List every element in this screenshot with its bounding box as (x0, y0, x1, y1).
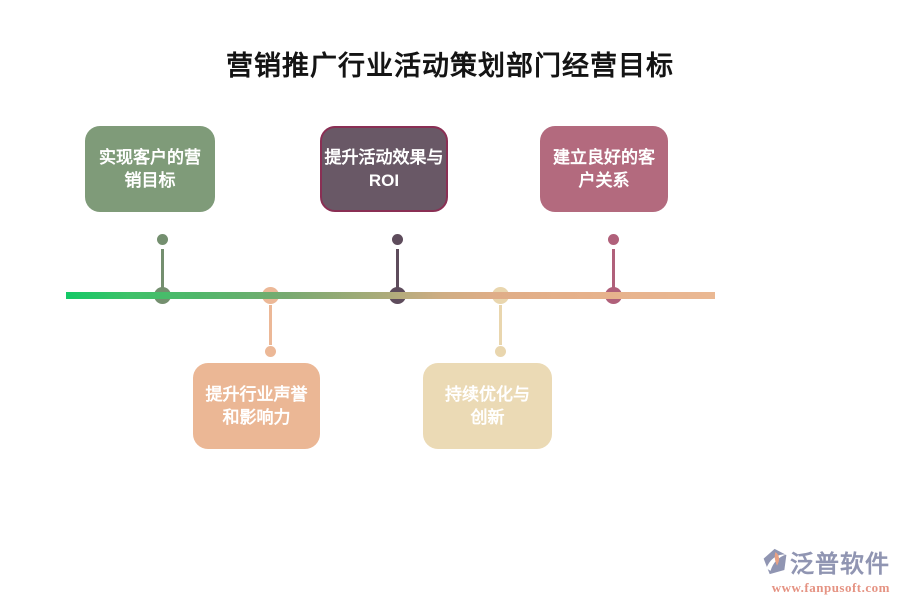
milestone-box-goal-5: 建立良好的客 户关系 (540, 126, 668, 212)
fanpu-logo-icon (763, 548, 787, 575)
milestone-connector-line (612, 249, 615, 289)
brand-website: www.fanpusoft.com (771, 580, 890, 595)
milestone-connector-line (269, 305, 272, 345)
milestone-label-line: 实现客户的营 (99, 148, 201, 167)
milestone-box-goal-3: 提升活动效果与 ROI (320, 126, 448, 212)
milestone-label-line: 建立良好的客 (553, 148, 655, 167)
milestone-small-dot (392, 234, 403, 245)
milestone-small-dot (608, 234, 619, 245)
milestone-box-goal-4: 持续优化与 创新 (423, 363, 552, 449)
milestone-label-line: 提升活动效果与 (324, 148, 444, 167)
milestone-box-goal-1: 实现客户的营 销目标 (85, 126, 215, 212)
milestone-connector-line (161, 249, 164, 289)
milestone-small-dot (495, 346, 506, 357)
milestone-label-line: 户关系 (578, 171, 630, 190)
milestone-small-dot (157, 234, 168, 245)
milestone-label-line: 和影响力 (222, 408, 291, 427)
milestone-label-line: 持续优化与 (445, 385, 530, 404)
milestone-small-dot (265, 346, 276, 357)
milestone-box-goal-2: 提升行业声誉 和影响力 (193, 363, 320, 449)
milestone-label-line: ROI (368, 171, 400, 190)
page-title: 营销推广行业活动策划部门经营目标 (226, 51, 674, 81)
brand-name: 泛普软件 (790, 551, 890, 578)
milestone-label-line: 提升行业声誉 (205, 385, 308, 404)
milestone-label-line: 销目标 (124, 171, 176, 190)
milestone-connector-line (499, 305, 502, 345)
timeline-axis (66, 292, 715, 299)
brand-logo: 泛普软件 www.fanpusoft.com (762, 544, 890, 596)
milestone-label-line: 创新 (470, 408, 505, 427)
milestone-connector-line (396, 249, 399, 289)
